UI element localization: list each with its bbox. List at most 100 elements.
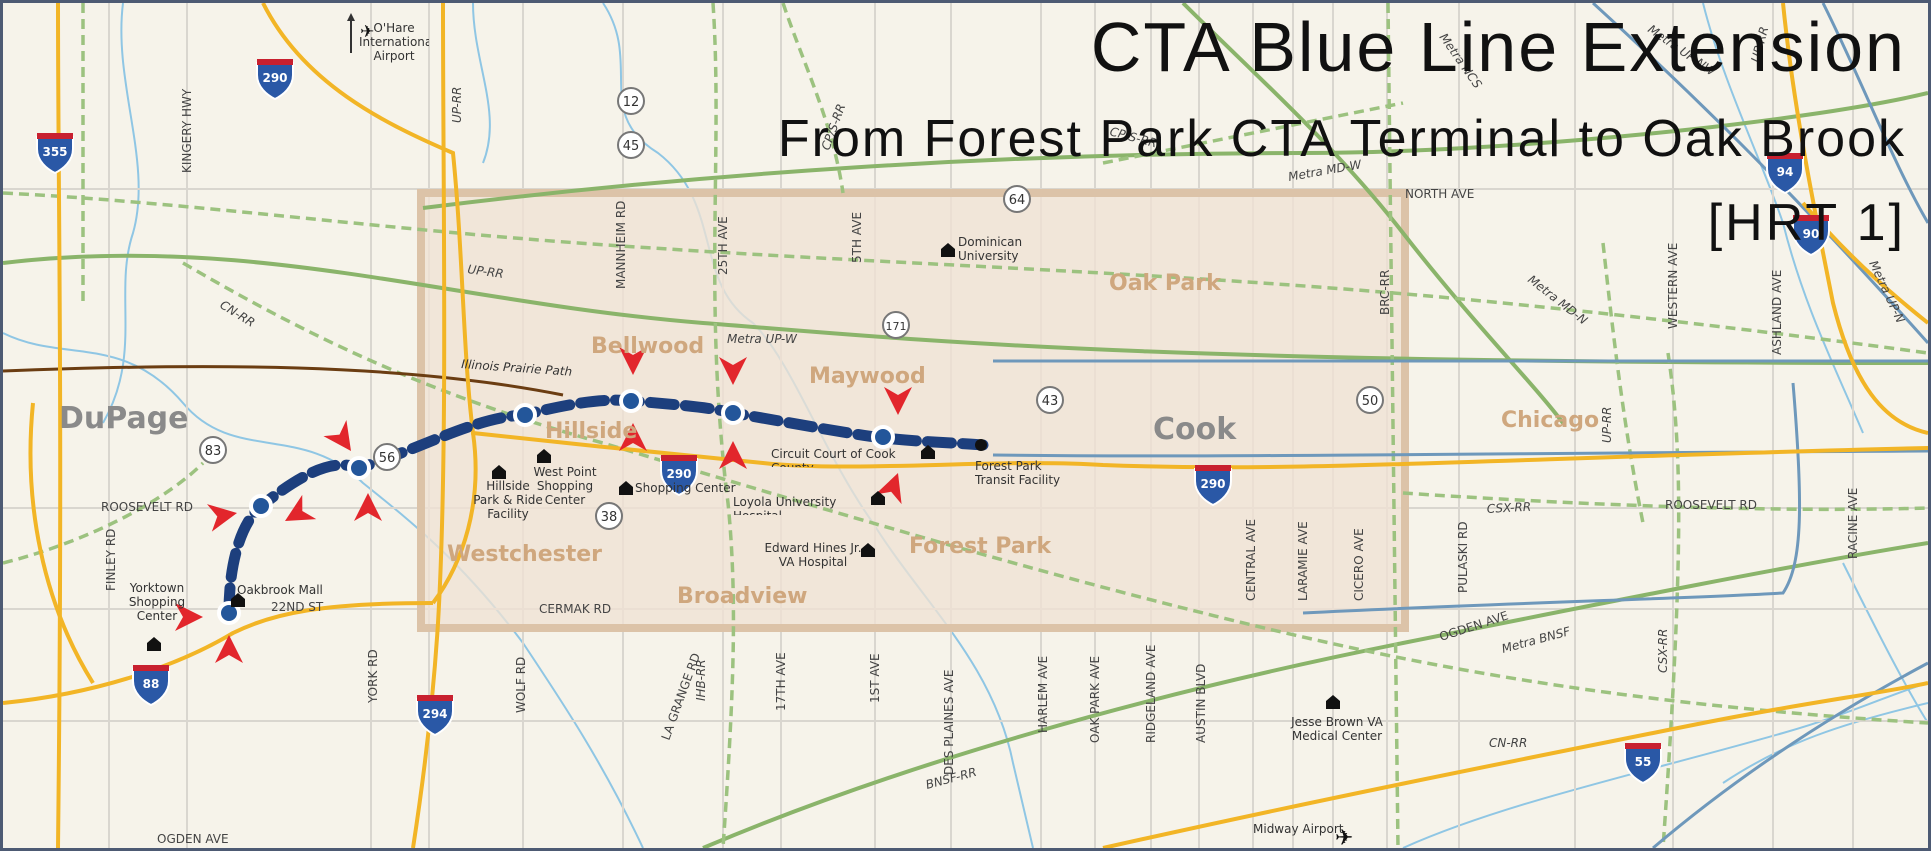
route-12[interactable]: 12 — [617, 87, 645, 115]
arrow-marker — [206, 504, 237, 532]
street-17th: 17TH AVE — [774, 652, 788, 711]
marker-oakbrook[interactable] — [231, 593, 245, 607]
rail-up-rr-chicago: UP-RR — [1600, 407, 1614, 443]
street-1st: 1ST AVE — [868, 653, 882, 703]
map-canvas[interactable]: 290 355 290 290 294 88 — [3, 3, 1928, 848]
marker-yorktown[interactable] — [147, 637, 161, 651]
street-finley: FINLEY RD — [104, 529, 118, 591]
route-45[interactable]: 45 — [617, 131, 645, 159]
route-83[interactable]: 83 — [199, 436, 227, 464]
station-1st-ave[interactable] — [871, 425, 895, 449]
label-circuit-court: Circuit Court of Cook County — [771, 447, 896, 467]
creek-4 — [1842, 562, 1928, 724]
shield-55[interactable]: 55 — [1624, 743, 1662, 785]
proposed-stations — [217, 389, 895, 625]
salt-creek — [3, 332, 644, 848]
shield-label: 290 — [1200, 477, 1225, 491]
state-route-markers: 12 45 64 171 43 50 83 56 38 — [199, 87, 1384, 530]
label-hines: Edward Hines Jr. VA Hospital — [764, 541, 862, 569]
route-64[interactable]: 64 — [1003, 185, 1031, 213]
station-25th[interactable] — [721, 401, 745, 425]
s-branch — [1722, 702, 1928, 784]
shield-90[interactable]: 90 — [1792, 215, 1830, 257]
shield-294[interactable]: 294 — [416, 695, 454, 737]
marker-west-point[interactable] — [537, 449, 551, 463]
station-yorktown[interactable] — [217, 601, 241, 625]
marker-circuit-court[interactable] — [921, 445, 935, 459]
town-chicago: Chicago — [1501, 408, 1599, 433]
canal — [1402, 682, 1928, 848]
station-route-56[interactable] — [347, 456, 371, 480]
street-mannheim: MANNHEIM RD — [614, 201, 628, 289]
marker-loyola[interactable] — [871, 491, 885, 505]
arrow-marker — [719, 357, 747, 385]
up-rr-1 — [3, 191, 1928, 355]
street-york: YORK RD — [366, 649, 380, 704]
interstate-shields: 290 355 290 290 294 88 — [36, 59, 1830, 785]
route-label: 43 — [1042, 394, 1059, 409]
arrow-marker — [875, 473, 902, 505]
street-25th: 25TH AVE — [716, 216, 730, 275]
label-hillside-park: Hillside Park & Ride Facility — [473, 479, 543, 521]
route-43[interactable]: 43 — [1036, 386, 1064, 414]
street-ogden-east: OGDEN AVE — [1438, 608, 1510, 643]
street-laramie: LARAMIE AVE — [1296, 521, 1310, 601]
street-racine: RACINE AVE — [1846, 488, 1860, 559]
town-oak-park: Oak Park — [1109, 271, 1222, 296]
airport-ohare[interactable]: ✈ O'Hare International Airport — [347, 13, 429, 81]
rail-lines — [3, 3, 1928, 848]
rail-metra-bnsf: Metra BNSF — [1500, 624, 1573, 656]
shield-label: 355 — [42, 145, 67, 159]
i-55 — [1102, 681, 1928, 848]
arrow-marker — [719, 441, 747, 469]
street-oak-park-ave: OAK PARK AVE — [1088, 656, 1102, 743]
shield-label: 94 — [1777, 165, 1794, 179]
route-38[interactable]: 38 — [595, 502, 623, 530]
label-yorktown: Yorktown Shopping Center — [128, 581, 186, 623]
route-171[interactable]: 171 — [882, 311, 910, 339]
shield-label: 290 — [666, 467, 691, 481]
landmark-labels: Dominican University Hillside Park & Rid… — [128, 235, 1383, 743]
up-rr-2 — [1601, 242, 1645, 524]
shield-355[interactable]: 355 — [36, 133, 74, 175]
map-subtitle: From Forest Park CTA Terminal to Oak Bro… — [777, 110, 1906, 168]
town-forest-park: Forest Park — [909, 534, 1053, 559]
rail-csx-rr-south: CSX-RR — [1656, 629, 1670, 673]
arrow-marker — [619, 423, 647, 451]
route-50[interactable]: 50 — [1356, 386, 1384, 414]
route-label: 171 — [886, 320, 907, 333]
street-austin: AUSTIN BLVD — [1194, 664, 1208, 743]
marker-hillside-park[interactable] — [492, 465, 506, 479]
arrow-marker — [884, 387, 912, 415]
station-hillside[interactable] — [513, 403, 537, 427]
arrow-marker — [354, 493, 382, 521]
street-roosevelt-east: ROOSEVELT RD — [1665, 498, 1757, 512]
shield-290-hillside[interactable]: 290 — [660, 455, 698, 497]
marker-hines[interactable] — [861, 543, 875, 557]
station-bellwood[interactable] — [619, 389, 643, 413]
route-56[interactable]: 56 — [373, 443, 401, 471]
rail-metra-up-w: Metra UP-W — [727, 332, 798, 346]
arrow-marker — [323, 420, 351, 451]
shield-290-cook[interactable]: 290 — [1194, 465, 1232, 507]
arrow-marker — [215, 635, 243, 663]
west-creek — [102, 3, 140, 424]
marker-jesse-brown[interactable] — [1326, 695, 1340, 709]
metra-up-w — [3, 253, 1928, 365]
airport-midway[interactable]: Midway Airport ✈ — [1253, 822, 1353, 848]
forest-park-terminal[interactable] — [975, 439, 987, 451]
proposed-blue-line — [223, 394, 989, 618]
marker-shopping[interactable] — [619, 481, 633, 495]
street-22nd: 22ND ST — [271, 600, 324, 614]
marker-dominican[interactable] — [941, 243, 955, 257]
ihb-rr — [711, 3, 736, 848]
shield-94[interactable]: 94 — [1766, 153, 1804, 195]
street-kingery: KINGERY HWY — [180, 88, 194, 173]
street-ridgeland: RIDGELAND AVE — [1144, 645, 1158, 743]
label-jesse-brown: Jesse Brown VA Medical Center — [1291, 715, 1383, 743]
shield-290-north[interactable]: 290 — [256, 59, 294, 101]
shield-88[interactable]: 88 — [132, 665, 170, 707]
cp-rr — [1102, 101, 1404, 165]
station-roosevelt-york[interactable] — [249, 494, 273, 518]
